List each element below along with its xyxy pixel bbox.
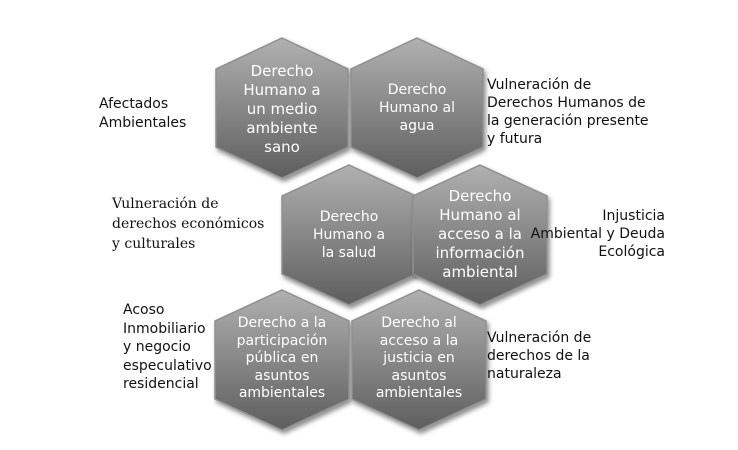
hexagon-shape-agua	[350, 37, 484, 179]
hexagon-salud-label: Derecho Humano a la salud	[312, 209, 386, 261]
label-afectados-ambientales: Afectados Ambientales	[99, 96, 187, 131]
label-acoso-inmobiliario: Acoso Inmobiliario y negocio especulativ…	[123, 302, 212, 392]
hexagon-justicia-label: Derecho al acceso a la justicia en asunt…	[375, 315, 463, 402]
hexagon-medio-ambiente-label: Derecho Humano a un medio ambiente sano	[243, 61, 321, 156]
label-vulneracion-generacion: Vulneración de Derechos Humanos de la ge…	[487, 77, 649, 147]
label-injusticia-ambiental: Injusticia Ambiental y Deuda Ecológica	[530, 208, 665, 260]
hexagon-shape-medio-ambiente	[215, 37, 349, 179]
hexagon-shape-justicia	[351, 289, 487, 431]
hexagon-shape-informacion	[412, 164, 548, 306]
hexagon-agua-label: Derecho Humano al agua	[379, 82, 455, 134]
label-vulneracion-economicos: Vulneración de derechos económicos y cul…	[112, 196, 265, 252]
label-vulneracion-naturaleza: Vulneración de derechos de la naturaleza	[487, 330, 592, 382]
hexagon-shape-participacion	[214, 289, 350, 431]
hexagon-informacion-label: Derecho Humano al acceso a la informació…	[435, 186, 525, 281]
hexagon-participacion-label: Derecho a la participación pública en as…	[236, 315, 328, 402]
